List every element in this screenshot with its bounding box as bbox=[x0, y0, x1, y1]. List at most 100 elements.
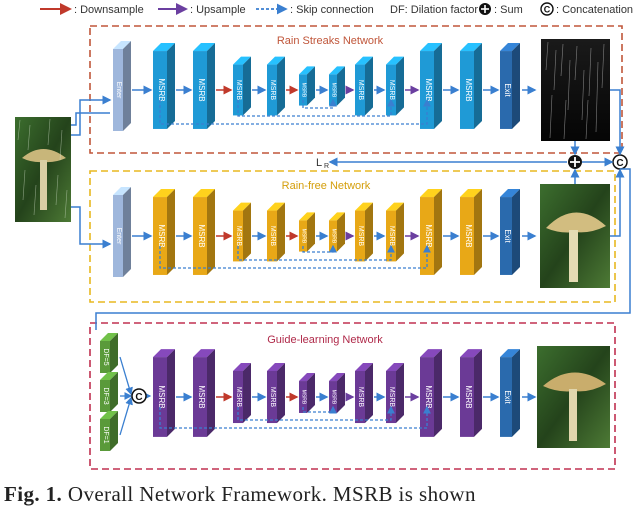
dilation-block-df5-label: DF=5 bbox=[102, 348, 109, 365]
rain-free-enter-block-0-label: Enter bbox=[115, 228, 122, 245]
rain-streaks-skip-connection bbox=[302, 98, 337, 109]
guide-title: Guide-learning Network bbox=[267, 334, 383, 346]
rain-streaks-exit-block-11: Exit bbox=[500, 43, 520, 129]
guide-msrb-block-6-label: MSRB bbox=[331, 390, 337, 405]
guide-msrb-block-5-label: MSRB bbox=[301, 390, 307, 405]
rain-free-msrb-block-3-label: MSRB bbox=[235, 226, 242, 247]
rain-free-output-image bbox=[540, 184, 610, 288]
rain-free-row: Enter MSRB MSRB MSRB MSRB MSRB MSRB MSRB MSRB MSR… bbox=[113, 187, 537, 277]
figure-caption: Fig. 1. Overall Network Framework. MSRB … bbox=[4, 482, 640, 509]
dilation-block-df5: DF=5 bbox=[100, 333, 118, 373]
rain-free-skip-connection bbox=[237, 244, 395, 261]
legend: : Downsample : Upsample : Skip connectio… bbox=[40, 2, 633, 16]
rain-streaks-msrb-block-9: MSRB bbox=[420, 43, 442, 129]
legend-downsample: : Downsample bbox=[74, 4, 144, 16]
dilation-block-df3-label: DF=3 bbox=[102, 387, 109, 404]
guide-skip-connection bbox=[159, 405, 431, 429]
sum-icon bbox=[479, 3, 491, 15]
rain-streaks-msrb-block-2-label: MSRB bbox=[197, 78, 206, 101]
rain-free-msrb-block-2: MSRB bbox=[193, 189, 215, 275]
rain-streaks-msrb-block-4: MSRB bbox=[267, 56, 285, 116]
guide-msrb-block-7: MSRB bbox=[355, 362, 373, 424]
legend-dilation: DF: Dilation factor bbox=[390, 4, 478, 16]
svg-text:C: C bbox=[544, 5, 551, 15]
rain-free-msrb-block-8-label: MSRB bbox=[388, 226, 395, 247]
rain-streaks-msrb-block-2: MSRB bbox=[193, 43, 215, 129]
rain-streaks-msrb-block-3: MSRB bbox=[233, 56, 251, 116]
rain-streaks-msrb-block-3-label: MSRB bbox=[235, 80, 242, 101]
rain-streaks-enter-block-0: Enter bbox=[113, 41, 131, 131]
guide-skip-connection bbox=[237, 405, 395, 421]
rain-free-msrb-block-6-label: MSRB bbox=[331, 229, 337, 244]
guide-msrb-block-2: MSRB bbox=[193, 349, 215, 437]
rain-streaks-msrb-block-8: MSRB bbox=[386, 56, 404, 116]
guide-msrb-block-8-label: MSRB bbox=[388, 387, 395, 408]
loss-label: L bbox=[316, 157, 322, 169]
rain-free-msrb-block-2-label: MSRB bbox=[197, 224, 206, 247]
rain-streaks-msrb-block-10-label: MSRB bbox=[464, 78, 473, 101]
concat-node: C bbox=[612, 154, 628, 170]
guide-msrb-block-1: MSRB bbox=[153, 349, 175, 437]
rain-streaks-msrb-block-5: MSRB bbox=[299, 66, 315, 106]
rain-streaks-msrb-block-8-label: MSRB bbox=[388, 80, 395, 101]
rain-free-msrb-block-7: MSRB bbox=[355, 202, 373, 262]
rainy-input-image bbox=[15, 117, 71, 222]
rain-free-msrb-block-5-label: MSRB bbox=[301, 229, 307, 244]
guide-msrb-block-6: MSRB bbox=[329, 373, 345, 413]
rain-streaks-msrb-block-6-label: MSRB bbox=[331, 83, 337, 98]
rain-free-msrb-block-4-label: MSRB bbox=[269, 226, 276, 247]
rain-streaks-msrb-block-7-label: MSRB bbox=[357, 80, 364, 101]
legend-skip: : Skip connection bbox=[290, 4, 374, 16]
caption-text: Overall Network Framework. MSRB is shown bbox=[67, 482, 476, 506]
rain-streaks-msrb-block-10: MSRB bbox=[460, 43, 482, 129]
guide-output-image bbox=[537, 346, 610, 448]
guide-msrb-block-4: MSRB bbox=[267, 362, 285, 424]
rain-free-msrb-block-10: MSRB bbox=[460, 189, 482, 275]
rain-free-exit-block-11-label: Exit bbox=[503, 229, 512, 243]
rain-free-skip-connection bbox=[302, 244, 337, 253]
legend-sum: : Sum bbox=[494, 4, 523, 16]
rain-free-msrb-block-10-label: MSRB bbox=[464, 224, 473, 247]
guide-msrb-block-7-label: MSRB bbox=[357, 387, 364, 408]
loss-subscript: R bbox=[324, 163, 329, 170]
rain-free-msrb-block-8: MSRB bbox=[386, 202, 404, 262]
guide-msrb-block-3: MSRB bbox=[233, 362, 251, 424]
guide-skip-connection bbox=[302, 405, 337, 414]
guide-exit-block-11-label: Exit bbox=[503, 390, 512, 404]
concat-icon: C bbox=[540, 2, 554, 16]
rain-streaks-msrb-block-7: MSRB bbox=[355, 56, 373, 116]
rain-free-skip-connection bbox=[159, 244, 431, 269]
rain-streaks-title: Rain Streaks Network bbox=[277, 35, 384, 47]
caption-fig-label: Fig. 1. bbox=[4, 482, 63, 506]
guide-msrb-block-4-label: MSRB bbox=[269, 387, 276, 408]
rain-streaks-msrb-block-4-label: MSRB bbox=[269, 80, 276, 101]
guide-concat-node: C bbox=[131, 388, 147, 404]
rain-free-msrb-block-1: MSRB bbox=[153, 189, 175, 275]
rain-streaks-row: Enter MSRB MSRB MSRB MSRB MSRB MSRB MSRB MSRB MSR… bbox=[113, 41, 537, 131]
input-routing bbox=[71, 95, 112, 249]
guide-msrb-block-10: MSRB bbox=[460, 349, 482, 437]
sum-node bbox=[568, 155, 582, 169]
rain-free-msrb-block-1-label: MSRB bbox=[157, 224, 166, 247]
guide-msrb-block-8: MSRB bbox=[386, 362, 404, 424]
rain-free-msrb-block-3: MSRB bbox=[233, 202, 251, 262]
rain-streaks-msrb-block-6: MSRB bbox=[329, 66, 345, 106]
dilation-merge-arrow bbox=[119, 356, 133, 396]
guide-msrb-block-2-label: MSRB bbox=[197, 385, 206, 408]
rain-free-msrb-block-9: MSRB bbox=[420, 189, 442, 275]
dilation-block-df1: DF=1 bbox=[100, 411, 118, 451]
rain-streaks-exit-block-11-label: Exit bbox=[503, 83, 512, 97]
guide-frame bbox=[89, 322, 616, 470]
rain-streaks-msrb-block-1: MSRB bbox=[153, 43, 175, 129]
dilation-block-df1-label: DF=1 bbox=[102, 426, 109, 443]
rain-streaks-enter-block-0-label: Enter bbox=[115, 82, 122, 99]
rain-free-title: Rain-free Network bbox=[282, 180, 371, 192]
rain-free-msrb-block-4: MSRB bbox=[267, 202, 285, 262]
guide-msrb-block-10-label: MSRB bbox=[464, 385, 473, 408]
rain-streaks-frame bbox=[89, 25, 623, 154]
rain-streaks-skip-connection bbox=[159, 98, 431, 125]
legend-upsample: : Upsample bbox=[190, 4, 246, 16]
dilation-block-df3: DF=3 bbox=[100, 372, 118, 412]
